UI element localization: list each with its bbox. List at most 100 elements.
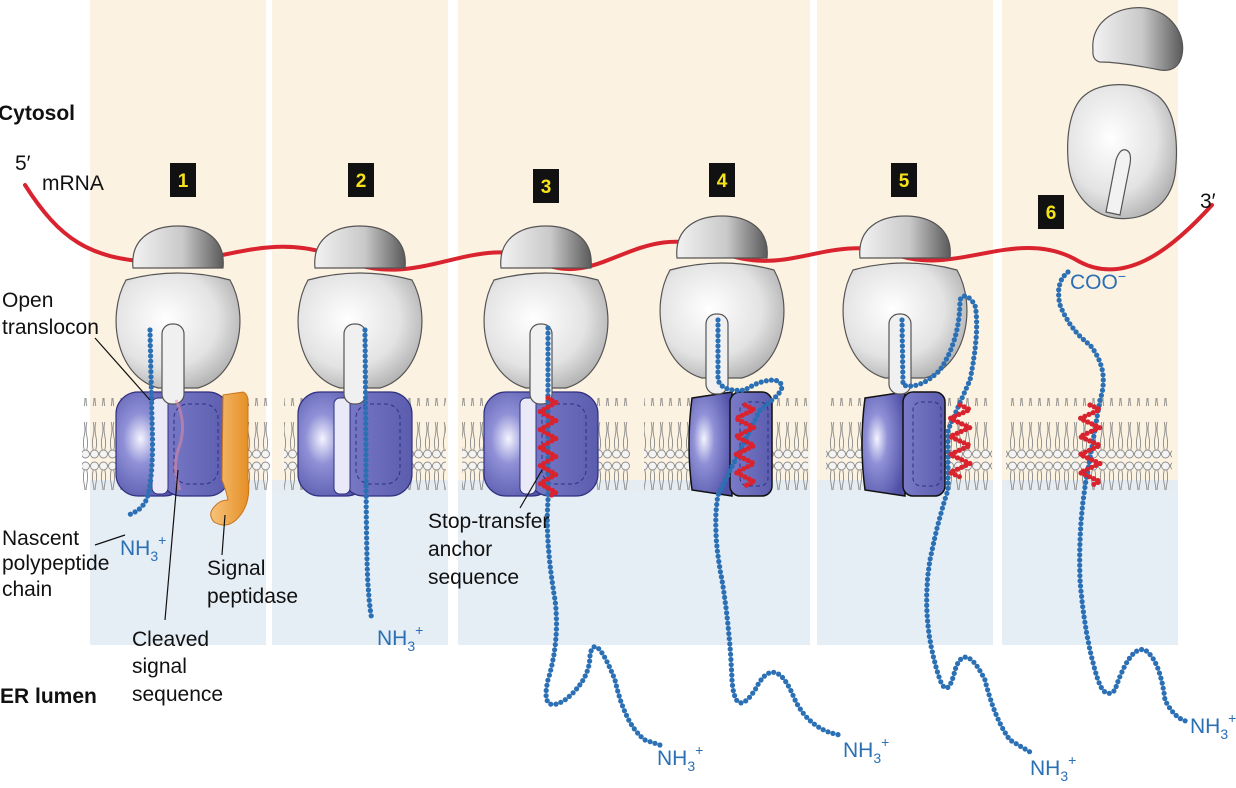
bead [738,700,744,706]
bead [970,360,976,366]
bead [716,379,722,385]
anchor-bead [537,445,543,451]
bead [149,441,156,447]
bead [1073,329,1079,335]
bead [731,459,738,465]
bead [147,478,154,484]
bead [1093,670,1099,676]
bead [363,530,370,536]
anchor-bead [746,476,752,482]
anchor-bead [745,457,751,464]
anchor-bead [740,466,747,472]
bead [926,633,933,640]
bead [900,364,906,370]
bead [363,462,369,468]
bead [1150,656,1156,662]
bead [908,383,914,389]
released-ribosome [1067,7,1184,220]
bead [1121,664,1127,670]
bead [726,631,732,637]
anchor-bead [955,419,961,425]
bead [753,686,759,692]
bead [363,400,369,406]
nh3-subscript: 3 [407,638,415,654]
anchor-bead [1091,476,1097,482]
bead [973,308,979,314]
bead [364,566,370,572]
bead [149,421,155,427]
bead [549,579,555,586]
bead [724,610,730,616]
bead [973,340,979,346]
bead [362,353,368,359]
bead [1153,660,1159,667]
step-number: 6 [1046,203,1057,224]
bead [362,327,368,333]
bead [149,462,155,468]
bead [899,338,905,344]
bead [147,327,153,333]
bead [758,677,764,683]
bead [804,714,810,720]
nh3-subscript: 3 [687,758,695,774]
anchor-bead [960,410,966,416]
translocon-lateral-gate [688,391,733,497]
anchor-bead [743,410,750,416]
translocon-channel [739,401,769,487]
bead [619,703,626,709]
bead [933,530,939,537]
anchor-bead [541,406,547,412]
bead [1079,593,1085,600]
bead [1077,562,1083,568]
bead [766,670,772,676]
bead [1005,734,1011,741]
nh3-superscript: + [1228,710,1236,726]
bead [553,636,559,643]
bead [1077,583,1084,589]
anchor-bead [965,443,971,450]
bead [587,658,593,664]
bead [363,478,369,484]
bead [545,382,551,388]
anchor-bead [553,418,559,424]
bead [1056,287,1062,293]
bead [722,594,728,601]
bead [149,467,155,473]
nh3-text: NH [1190,715,1220,738]
bead [1093,418,1099,424]
anchor-bead [741,447,748,453]
bead [715,317,721,323]
bead [714,543,720,549]
bead [985,687,991,693]
bead [768,377,775,383]
bead [1091,433,1097,439]
anchor-bead [746,404,752,410]
bead [1018,743,1024,750]
exit-tunnel [888,313,912,395]
nh3-terminus-label: NH3+ [120,532,166,564]
bead [362,363,368,369]
bead [631,726,637,732]
anchor-bead [553,454,559,460]
bead [1094,352,1100,358]
step-badge-box [1038,195,1064,229]
bead [146,488,152,494]
bead [1056,297,1062,303]
bead [783,679,789,685]
bead [945,475,951,481]
bead [1088,343,1094,349]
bead [363,499,369,505]
step-number: 1 [178,171,189,192]
bead [1094,675,1100,681]
bead [931,372,937,379]
bead [618,698,624,704]
bead [724,615,730,621]
anchor-bead [749,462,755,468]
bead [1099,387,1106,393]
nh3-subscript: 3 [873,750,881,766]
anchor-bead [545,467,551,473]
bead [729,672,735,678]
bead [1086,645,1093,651]
nh3-subscript: 3 [1220,726,1228,742]
bead [642,737,648,743]
